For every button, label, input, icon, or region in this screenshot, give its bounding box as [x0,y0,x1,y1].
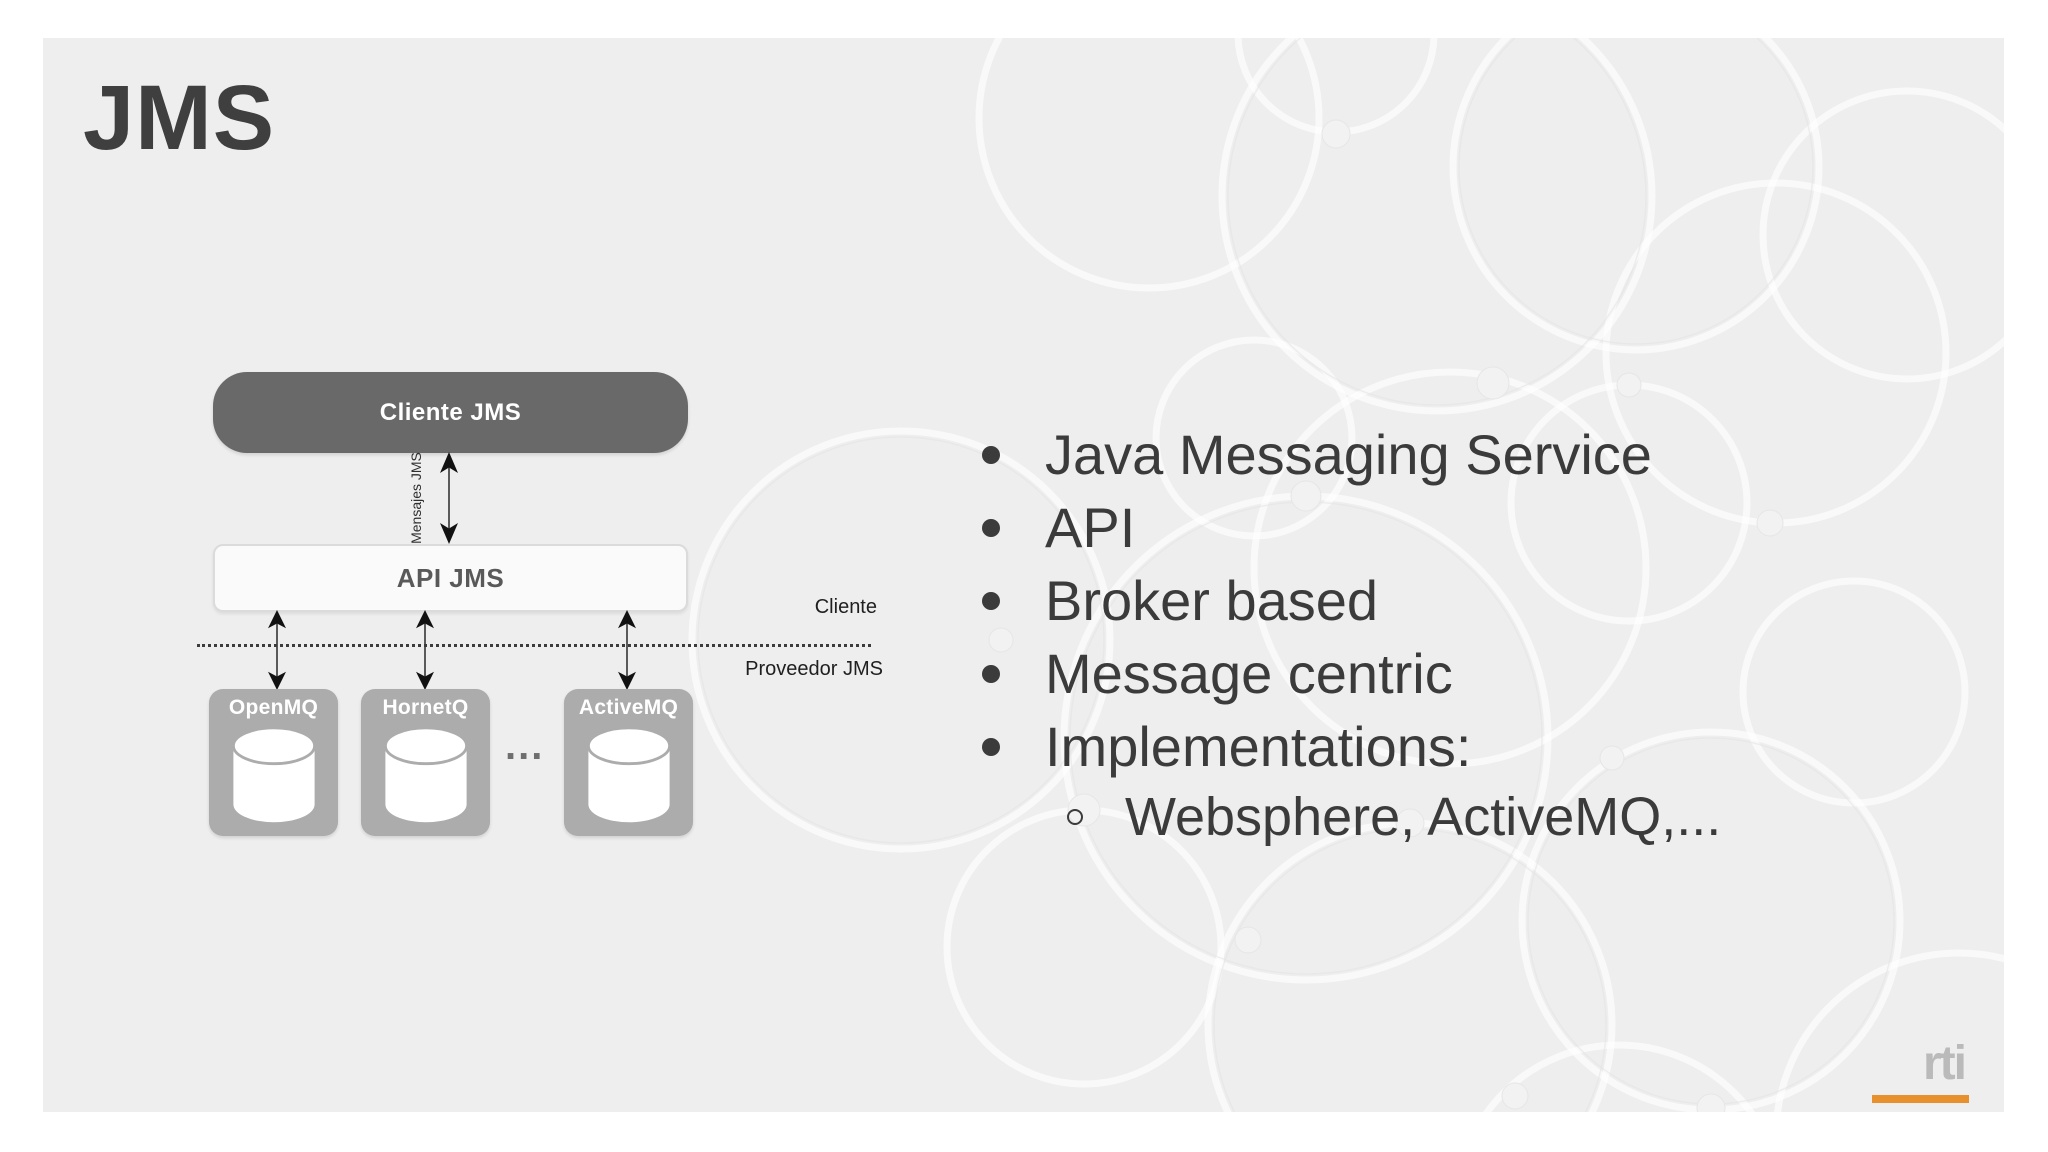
mensajes-jms-label: Mensajes JMS [408,452,424,544]
broker-activemq: ActiveMQ [564,689,693,836]
sub-list-item: Websphere, ActiveMQ,... [982,783,1721,851]
database-cylinder-icon [383,726,468,823]
open-circle-bullet-icon [1067,809,1083,825]
cliente-jms-label: Cliente JMS [379,398,522,426]
broker-hornetq: HornetQ [361,689,490,836]
broker-label: HornetQ [382,696,469,719]
double-arrow-icon [416,610,434,690]
bullet-text: Message centric [1045,642,1453,705]
presentation-slide: JMS Cliente JMS Mensajes JMS API JMS [43,38,2004,1112]
bidirectional-arrow-hornetq [412,610,438,690]
list-item: Message centric [982,637,1721,710]
sub-bullet-text: Websphere, ActiveMQ,... [1125,787,1722,847]
broker-openmq: OpenMQ [209,689,338,836]
list-item: API [982,491,1721,564]
bullet-list: Java Messaging Service API Broker based … [982,418,1721,851]
rti-logo: rti [1923,1037,1967,1090]
database-cylinder-icon [586,726,671,823]
bullet-dot-icon [982,445,1000,464]
list-item: Java Messaging Service [982,418,1721,491]
bullet-text: Java Messaging Service [1045,423,1652,486]
broker-label: OpenMQ [228,696,319,719]
more-brokers-ellipsis: ... [505,724,545,768]
double-arrow-icon [440,452,458,544]
bullet-dot-icon [982,591,1000,610]
cliente-side-label: Cliente [814,596,877,618]
bullet-dot-icon [982,518,1000,537]
double-arrow-icon [268,610,286,690]
bullet-text: Implementations: [1045,715,1472,778]
list-item: Broker based [982,564,1721,637]
api-jms-label: API JMS [396,562,505,593]
list-item: Implementations: [982,710,1721,783]
bullet-text: Broker based [1045,569,1379,632]
bullet-dot-icon [982,737,1000,756]
double-arrow-icon [618,610,636,690]
bullet-text: API [1045,496,1136,559]
rti-logo-underline [1872,1095,1969,1103]
proveedor-jms-side-label: Proveedor JMS [745,658,883,680]
bullet-dot-icon [982,664,1000,683]
cliente-jms-box: Cliente JMS [213,372,688,453]
bidirectional-arrow-openmq [264,610,290,690]
client-provider-divider [197,644,871,647]
bidirectional-arrow-messages [436,452,462,544]
database-cylinder-icon [231,726,316,823]
page-title: JMS [83,67,276,169]
api-jms-box: API JMS [213,544,688,612]
bidirectional-arrow-activemq [614,610,640,690]
broker-label: ActiveMQ [578,696,679,719]
